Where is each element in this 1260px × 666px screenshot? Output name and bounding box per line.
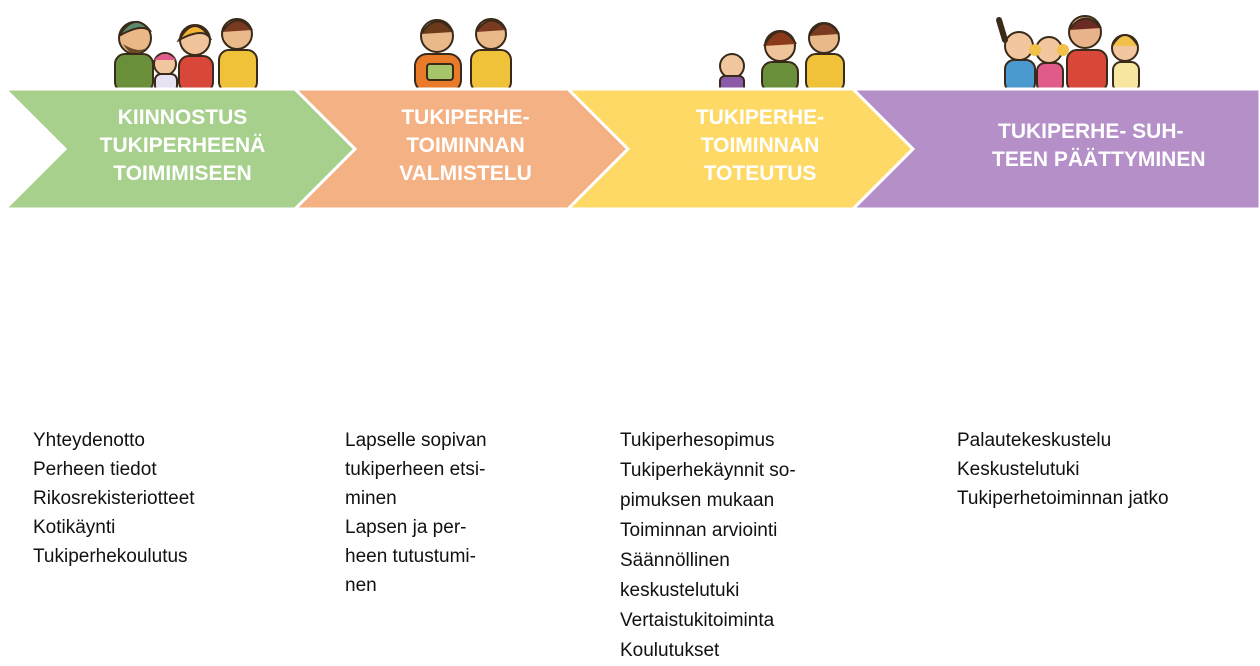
list-item: nen [345,575,377,596]
family-with-baby-icon [719,22,845,92]
list-item: minen [345,488,397,509]
stage-3-items: Tukiperhesopimus Tukiperhekäynnit so- pi… [620,426,796,666]
list-item: Tukiperhekäynnit so- [620,460,796,481]
list-item: pimuksen mukaan [620,490,775,511]
two-people-talking-icon [414,18,512,92]
list-item: Tukiperhetoiminnan jatko [957,488,1169,509]
list-item: Koulutukset [620,640,720,661]
list-item: heen tutustumi- [345,546,476,567]
list-item: Perheen tiedot [33,459,157,480]
stage-2-title: TUKIPERHE- TOIMINNAN VALMISTELU [399,106,532,185]
list-item: keskustelutuki [620,580,740,601]
family-of-four-icon [114,18,258,92]
list-item: tukiperheen etsi- [345,459,486,480]
stage-4-chevron [849,87,1260,211]
process-chevrons [5,87,1260,211]
list-item: Keskustelutuki [957,459,1080,480]
list-item: Säännöllinen [620,550,730,571]
waving-family-icon [996,15,1140,92]
list-item: Toiminnan arviointi [620,520,778,541]
list-item: Lapsen ja per- [345,517,467,538]
list-item: Yhteydenotto [33,430,145,451]
stage-3-title: TUKIPERHE- TOIMINNAN TOTEUTUS [695,106,825,185]
stage-2-items: Lapselle sopivan tukiperheen etsi- minen… [345,426,487,600]
list-item: Kotikäynti [33,517,116,538]
list-item: Lapselle sopivan [345,430,487,451]
stage-1-items: Yhteydenotto Perheen tiedot Rikosrekiste… [33,426,195,571]
list-item: Rikosrekisteriotteet [33,488,195,509]
stage-1-title: KIINNOSTUS TUKIPERHEENÄ TOIMIMISEEN [99,106,266,185]
list-item: Vertaistukitoiminta [620,610,775,631]
stage-4-items: Palautekeskustelu Keskustelutuki Tukiper… [957,426,1169,513]
list-item: Palautekeskustelu [957,430,1112,451]
list-item: Tukiperhesopimus [620,430,775,451]
list-item: Tukiperhekoulutus [33,546,188,567]
stage-4-title: TUKIPERHE- SUH- TEEN PÄÄTTYMINEN [992,120,1206,171]
